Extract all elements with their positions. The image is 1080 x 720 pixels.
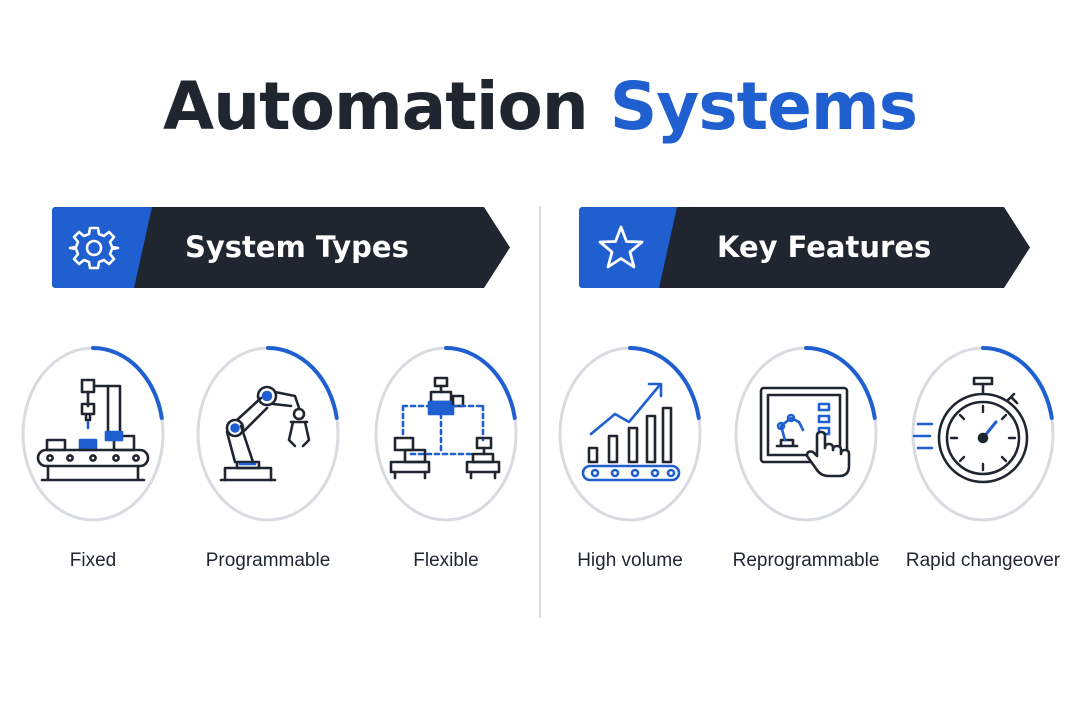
- stopwatch-icon: [912, 376, 1029, 484]
- flexible-network-icon: [389, 376, 501, 480]
- touchscreen-robot-icon: [759, 386, 851, 478]
- programmable-progress-arc: [266, 346, 339, 420]
- fixed-conveyor-icon: [36, 378, 150, 482]
- programmable-label: Programmable: [205, 550, 331, 571]
- page-title: Automation Systems: [0, 62, 1080, 152]
- high-volume-label: High volume: [577, 550, 683, 571]
- fixed-label: Fixed: [69, 550, 117, 571]
- reprogrammable-progress-arc: [804, 346, 877, 420]
- rapid-changeover-progress-arc: [981, 346, 1054, 420]
- key-features-banner-shape: [579, 207, 1030, 288]
- high-volume-circle: [558, 346, 702, 522]
- key-features-label: Key Features: [717, 230, 932, 264]
- programmable-circle: [196, 346, 340, 522]
- growth-chart-icon: [581, 382, 681, 482]
- system-types-label: System Types: [185, 230, 409, 264]
- reprogrammable-label: Reprogrammable: [732, 550, 880, 571]
- title-part-automation: Automation: [163, 68, 589, 145]
- system-types-banner: System Types: [52, 207, 510, 288]
- key-features-banner: Key Features: [579, 207, 1030, 288]
- gear-icon: [66, 221, 122, 275]
- rapid-changeover-circle: [911, 346, 1055, 522]
- section-divider: [539, 206, 541, 618]
- high-volume-progress-arc: [628, 346, 701, 420]
- fixed-circle: [21, 346, 165, 522]
- fixed-progress-arc: [91, 346, 164, 420]
- reprogrammable-circle: [734, 346, 878, 522]
- flexible-label: Flexible: [413, 550, 479, 571]
- flexible-circle: [374, 346, 518, 522]
- robot-arm-icon: [219, 385, 311, 482]
- rapid-changeover-label: Rapid changeover: [905, 550, 1061, 571]
- flexible-progress-arc: [444, 346, 517, 420]
- title-part-systems: Systems: [609, 68, 918, 145]
- star-icon: [593, 221, 649, 275]
